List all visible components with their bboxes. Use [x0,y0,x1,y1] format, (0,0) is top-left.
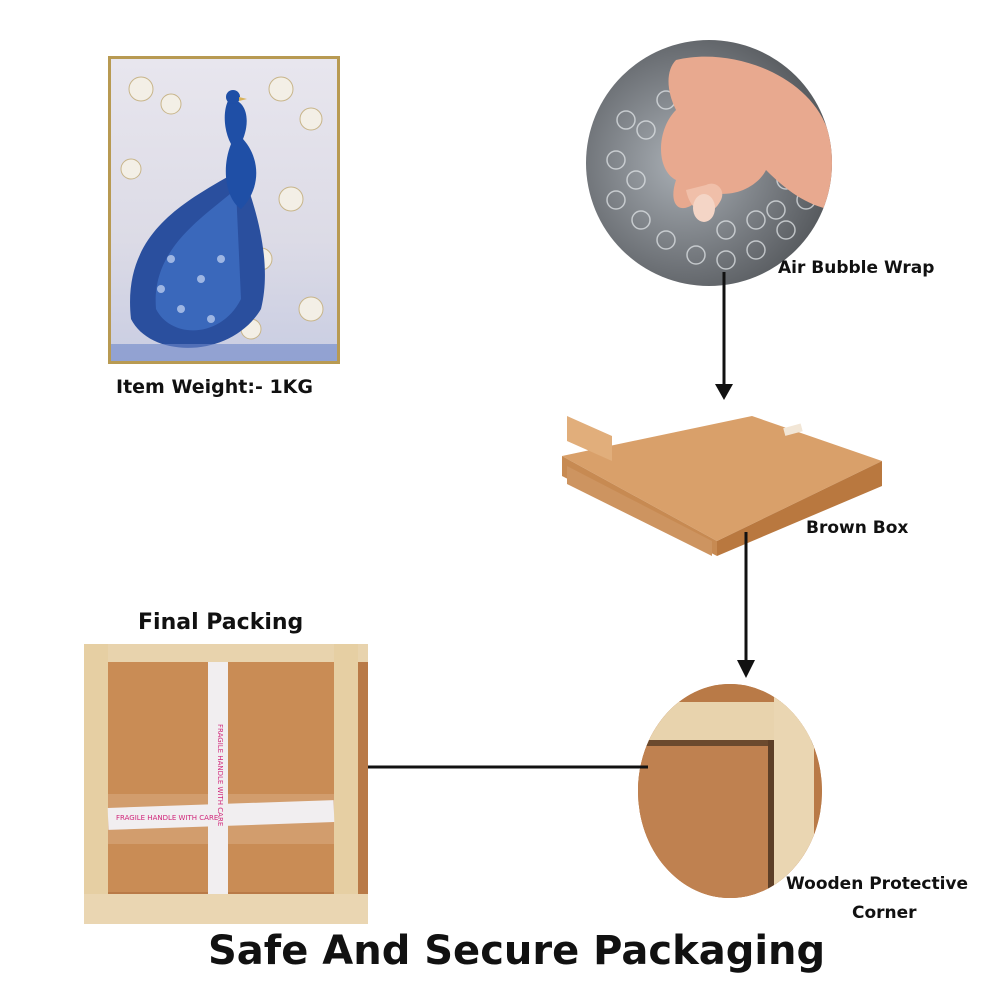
air-bubble-wrap-label: Air Bubble Wrap [778,258,935,278]
wooden-corner-label-1: Wooden Protective [786,874,969,894]
brown-box-image [562,416,882,556]
final-packing-title: Final Packing [138,610,304,635]
tape-text-horizontal: FRAGILE HANDLE WITH CARE [116,814,218,822]
brown-box-label: Brown Box [806,518,909,538]
wooden-corner-label-2: Corner [852,903,917,923]
bubble-wrap-illustration [606,56,832,270]
peacock-illustration [111,76,337,361]
peacock-painting [108,56,340,364]
footer-title: Safe And Secure Packaging [208,928,826,974]
final-packing-image: FRAGILE HANDLE WITH CARE FRAGILE HANDLE … [84,644,368,924]
arrow-down-1 [715,272,733,400]
bubble-wrap-image [586,40,832,286]
crate-illustration: FRAGILE HANDLE WITH CARE FRAGILE HANDLE … [84,644,368,924]
arrow-down-2 [737,532,755,678]
tape-text-vertical: FRAGILE HANDLE WITH CARE [216,724,224,826]
item-weight-label: Item Weight:- 1KG [116,376,313,398]
wooden-corner-image [638,684,822,898]
arrow-left [338,758,648,776]
wooden-corner-illustration [638,684,822,898]
